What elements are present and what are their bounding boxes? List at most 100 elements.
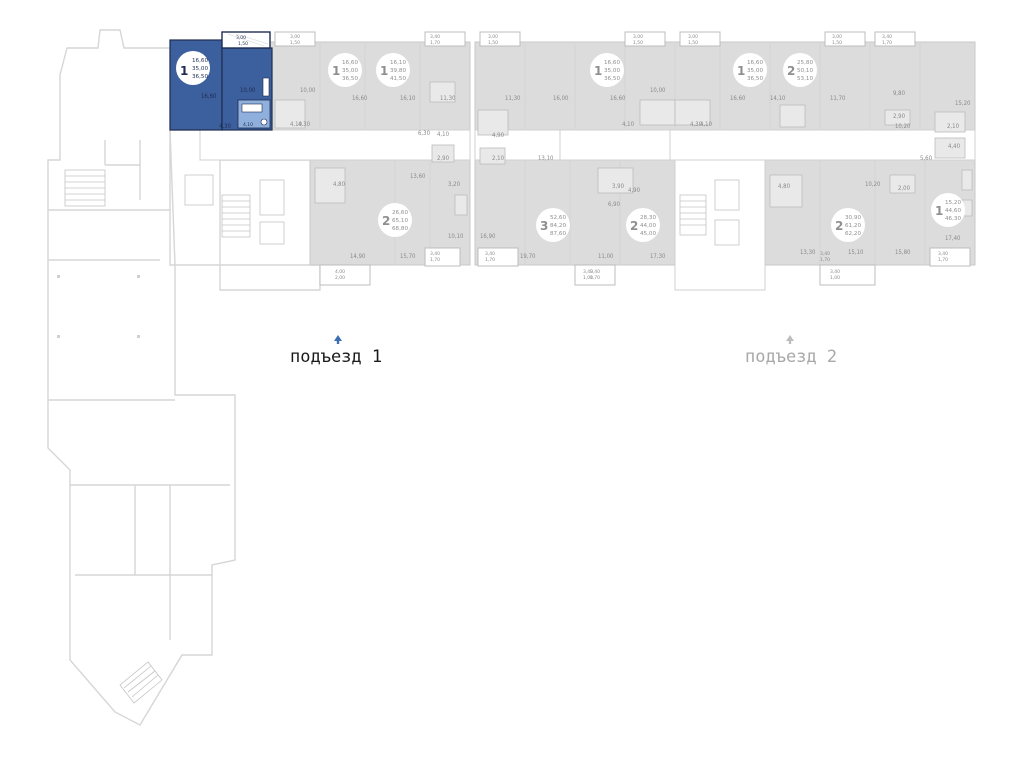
room-area-label: 10,20 [895, 123, 911, 130]
apartment-circle [626, 208, 660, 242]
apartment-info[interactable]: 225,80 50,10 53,10 [783, 53, 817, 87]
balcony-area-label: 3,40 [830, 269, 840, 275]
balcony-area-label: 1,00 [830, 275, 840, 281]
apartment-area: 61,20 [845, 223, 861, 229]
room-area-label: 13,10 [538, 155, 554, 162]
room-area-label: 4,10 [700, 121, 713, 128]
room-area-label: 15,80 [895, 249, 911, 256]
entrance-2[interactable]: подъезд 2 [745, 335, 837, 367]
apartment-rooms: 2 [787, 64, 795, 78]
apartments-section-2 [474, 41, 976, 291]
apartment-info-circles: 116,6035,0036,50116,1039,8041,50226,6065… [328, 53, 965, 242]
balcony-area-label: 3,40 [430, 34, 440, 40]
balcony-area-label: 3,00 [832, 34, 842, 40]
balcony-area-label: 3,00 [688, 34, 698, 40]
apartment-rooms: 3 [540, 219, 548, 233]
room-area-label: 10,20 [865, 181, 881, 188]
balcony-area-label: 3,00 [488, 34, 498, 40]
room-area-label: 16,60 [352, 95, 368, 102]
room-area-label: 17,40 [945, 235, 961, 242]
apartment-circle [590, 53, 624, 87]
apartment-circle [378, 203, 412, 237]
room-area-label: 2,00 [898, 185, 911, 192]
room-area-label: 4,30 [298, 121, 311, 128]
apartment-rooms: 2 [835, 219, 843, 233]
room-area-label: 5,60 [920, 155, 933, 162]
balcony-area-label: 1,70 [820, 257, 830, 263]
room-area-label: 14,90 [350, 253, 366, 260]
room-area-label: 4,10 [290, 121, 303, 128]
apartment-area: 50,10 [797, 68, 813, 74]
balcony-area-label: 3,40 [430, 251, 440, 257]
apartment-area: 30,90 [845, 215, 861, 221]
room-area-label: 10,00 [650, 87, 666, 94]
room-area-label: 11,30 [505, 95, 521, 102]
room-area-label: 4,10 [437, 131, 450, 138]
room-area-label: 11,70 [830, 95, 846, 102]
balcony-area-label: 1,70 [590, 275, 600, 281]
apartment-rooms: 2 [630, 219, 638, 233]
room-area-label: 17,30 [650, 253, 666, 260]
balcony-area-label: 3,40 [820, 251, 830, 257]
apartment-area: 68,80 [392, 226, 408, 232]
apartment-area: 36,50 [342, 76, 358, 82]
apartment-area: 39,80 [390, 68, 406, 74]
balcony-area-label: 1,50 [488, 40, 498, 46]
room-area-label: 10,00 [300, 87, 316, 94]
selected-apartment-info: 1 16,60 35,00 36,50 16,60 10,00 4,30 4,1… [180, 35, 256, 130]
apartment-area: 35,00 [342, 68, 358, 74]
balcony-area-label: 3,00 [290, 34, 300, 40]
apartment-circle [831, 208, 865, 242]
apartment-circle [783, 53, 817, 87]
apartment-circle [328, 53, 362, 87]
balcony-area-labels: 3,001,503,401,703,401,704,002,003,401,70… [290, 34, 948, 281]
selected-hall-area: 4,30 [219, 123, 232, 130]
room-area-label: 16,60 [610, 95, 626, 102]
room-area-label: 3,90 [612, 183, 625, 190]
selected-kitchen-area: 10,00 [240, 87, 256, 94]
apartment-area: 52,60 [550, 215, 566, 221]
apartment-area: 35,00 [747, 68, 763, 74]
balcony-area-label: 1,70 [938, 257, 948, 263]
apartment-area: 41,50 [390, 76, 406, 82]
selected-apartment[interactable] [169, 31, 273, 131]
room-area-label: 16,60 [730, 95, 746, 102]
apartment-area: 53,10 [797, 76, 813, 82]
balcony-area-label: 3,00 [633, 34, 643, 40]
room-area-label: 4,80 [778, 183, 791, 190]
room-area-label: 4,40 [948, 143, 961, 150]
room-area-label: 16,10 [400, 95, 416, 102]
selected-total-balcony-area: 36,50 [192, 74, 208, 80]
room-area-label: 14,10 [770, 95, 786, 102]
room-area-label: 11,30 [440, 95, 456, 102]
entrance-1[interactable]: подъезд 1 [290, 335, 382, 367]
entrance-2-label: подъезд 2 [745, 347, 837, 367]
balcony-area-label: 4,00 [335, 269, 345, 275]
room-area-label: 6,90 [608, 201, 621, 208]
apartment-area: 15,20 [945, 200, 961, 206]
apartment-area: 65,10 [392, 218, 408, 224]
apartment-area: 25,80 [797, 60, 813, 66]
selected-room-area: 16,60 [201, 93, 217, 100]
apartment-rooms: 1 [332, 64, 340, 78]
selected-living-area: 16,60 [192, 58, 208, 64]
room-area-label: 2,10 [492, 155, 505, 162]
room-area-label: 4,30 [690, 121, 703, 128]
room-area-label: 16,90 [480, 233, 496, 240]
apartment-rooms: 1 [594, 64, 602, 78]
apartment-area: 46,30 [945, 216, 961, 222]
apartment-rooms: 1 [380, 64, 388, 78]
room-area-label: 4,80 [333, 181, 346, 188]
room-area-label: 2,90 [437, 155, 450, 162]
apartment-area: 28,30 [640, 215, 656, 221]
balcony-area-label: 2,00 [335, 275, 345, 281]
